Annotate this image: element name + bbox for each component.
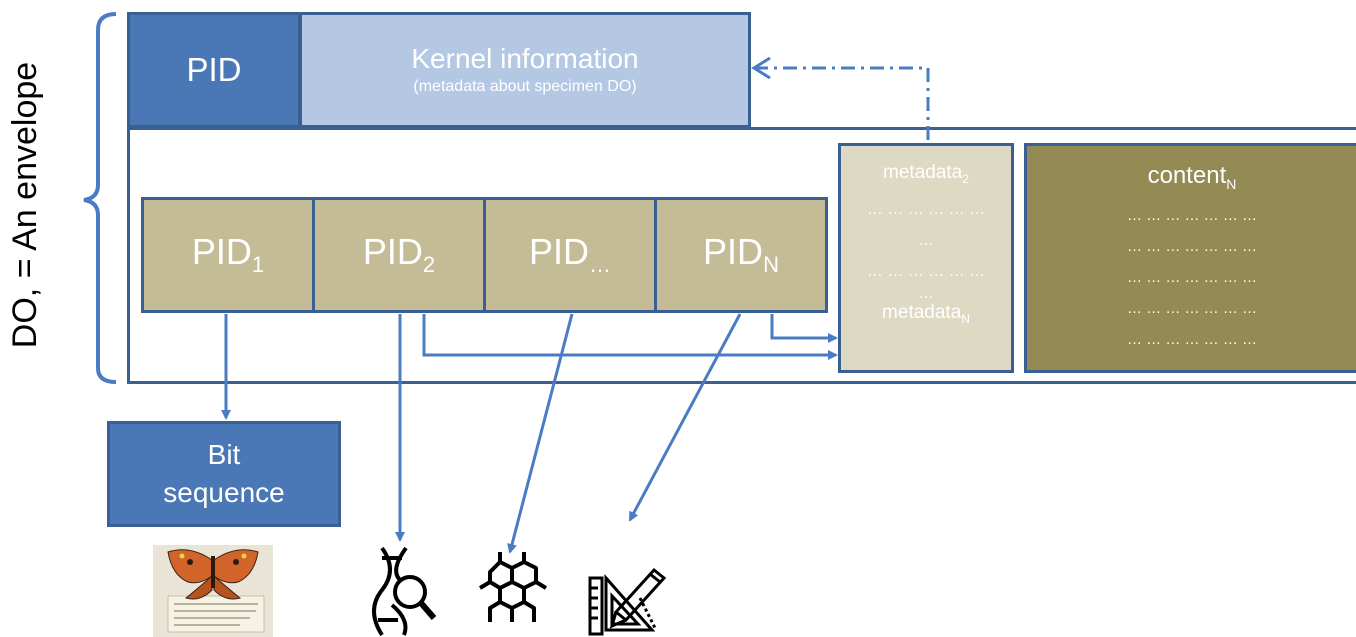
bit-sequence-box: Bit sequence <box>107 421 341 527</box>
pid-ellipsis-arrow <box>507 313 574 554</box>
content-title: content <box>1147 162 1227 189</box>
bit-sequence-line: Bit <box>207 439 241 470</box>
molecule-icon <box>478 552 548 622</box>
pid-cell-ellipsis: PID… <box>483 197 657 313</box>
pid-cell-label: PID <box>362 231 423 273</box>
pid-cell-label: PID <box>191 231 252 273</box>
pid-cell-sub: N <box>763 252 779 278</box>
pid-box: PID <box>127 12 301 128</box>
curly-brace <box>83 12 117 384</box>
metadata-footer-sub: N <box>961 311 970 326</box>
content-line: … … … … … … … <box>1126 330 1257 348</box>
pidn-arrow <box>628 313 742 522</box>
content-box: contentN … … … … … … … … … … … … … … … …… <box>1024 143 1356 373</box>
content-line: … … … … … … … <box>1126 206 1257 224</box>
content-line: … … … … … … … <box>1126 268 1257 286</box>
kernel-arrowhead-icon <box>751 56 771 80</box>
metadata-footer: metadata <box>882 301 962 323</box>
pidn-metadata-arrow <box>770 314 838 343</box>
kernel-subtitle: (metadata about specimen DO) <box>413 78 637 95</box>
pid-cell-sub: 1 <box>251 252 265 278</box>
pid-cell-1: PID1 <box>141 197 315 313</box>
metadata-line: … <box>918 231 934 249</box>
content-title-sub: N <box>1226 175 1237 192</box>
pid-cell-sub: 2 <box>422 252 436 278</box>
metadata-line: … … … … … … <box>866 262 986 280</box>
pid-cell-label: PID <box>528 231 589 273</box>
butterfly-specimen-image <box>153 545 273 637</box>
pid-cell-sub: … <box>589 252 611 278</box>
pid-cell-2: PID2 <box>312 197 486 313</box>
pid-label: PID <box>186 51 242 88</box>
ruler-measure-icon <box>588 567 667 636</box>
pid-cell-n: PIDN <box>654 197 828 313</box>
kernel-title: Kernel information <box>411 43 639 74</box>
metadata-line: … … … … … … <box>866 200 986 218</box>
pid-cell-label: PID <box>703 231 764 273</box>
metadata-title-sub: 2 <box>962 171 969 186</box>
content-line: … … … … … … … <box>1126 237 1257 255</box>
bit-sequence-line: sequence <box>163 477 285 508</box>
kernel-information-box: Kernel information (metadata about speci… <box>299 12 751 128</box>
metadata-title: metadata <box>883 162 963 183</box>
dna-search-icon <box>372 546 437 637</box>
metadata-box: metadata2 … … … … … … … … … … … … … … me… <box>838 143 1014 373</box>
pid2-metadata-arrow <box>422 314 838 360</box>
content-line: … … … … … … … <box>1126 299 1257 317</box>
kernel-link-arrow <box>754 66 930 140</box>
metadata-line: … <box>918 284 934 302</box>
